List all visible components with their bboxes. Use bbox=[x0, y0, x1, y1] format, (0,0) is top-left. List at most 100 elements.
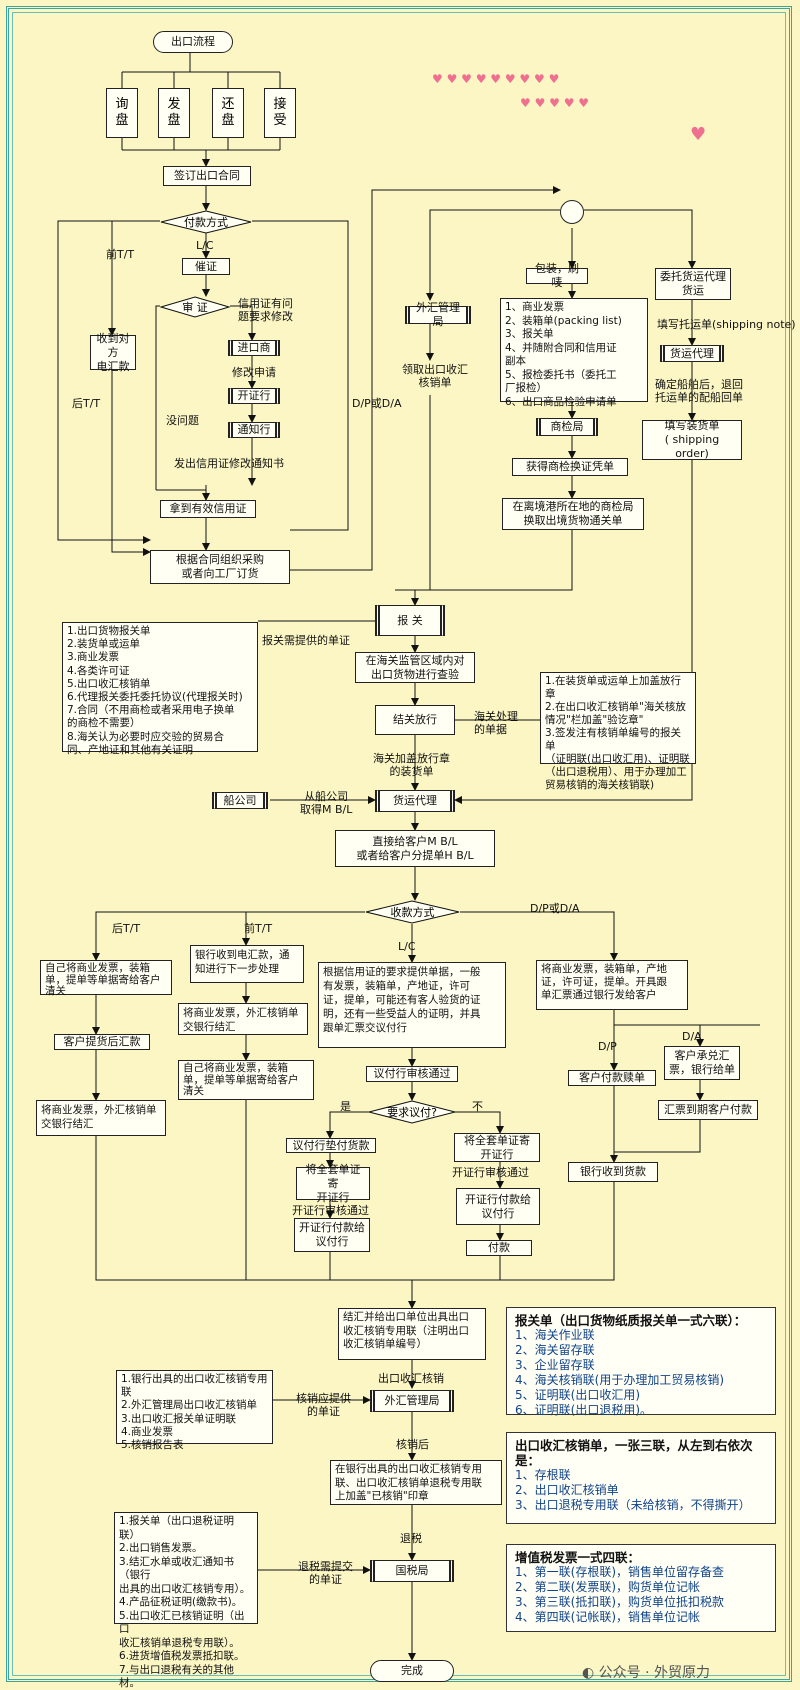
hearts-decoration: ♥ ♥ ♥ ♥ ♥ bbox=[520, 96, 590, 110]
lc-pass-box: 议付行审核通过 bbox=[366, 1066, 458, 1082]
info-customs-forms: 报关单（出口货物纸质报关单一式六联）： 1、海关作业联 2、海关留存联 3、企业… bbox=[506, 1307, 776, 1417]
collect-method-label: 收款方式 bbox=[390, 906, 435, 919]
send-issuing-yes-box: 将全套单证寄 开证行 bbox=[296, 1163, 370, 1204]
label-lc-problem: 信用证有问 题要求修改 bbox=[238, 297, 293, 323]
label-bank-review-1: 开证行审核通过 bbox=[292, 1204, 369, 1217]
label-collect-lc: L/C bbox=[398, 940, 416, 953]
info-vat-forms: 增值税发票一式四联： 1、第一联(存根联)，销售单位留存备查 2、第二联(发票联… bbox=[506, 1544, 776, 1632]
info-verify-item: 1、存根联 bbox=[515, 1468, 571, 1482]
info-customs-item: 3、企业留存联 bbox=[515, 1358, 595, 1372]
get-forms-label: 领取出口收汇 核销单 bbox=[402, 363, 468, 389]
hearts-decoration: ♥ ♥ ♥ ♥ ♥ ♥ ♥ ♥ ♥ bbox=[432, 72, 560, 86]
wechat-icon: ◐ bbox=[582, 1665, 599, 1681]
label-fill-booking: 填写托运单(shipping note) bbox=[657, 318, 796, 331]
heart-icon: ♥ bbox=[690, 124, 707, 145]
info-verify-item: 3、出口退税专用联（未给核销，不得撕开） bbox=[515, 1498, 751, 1512]
docs-list-box: 1、商业发票 2、装箱单(packing list) 3、报关单 4、并随附合同… bbox=[500, 298, 648, 408]
label-tax-refund: 退税 bbox=[400, 1532, 422, 1545]
fill-so-box: 填写装货单 ( shipping order) bbox=[642, 419, 742, 460]
need-negotiation-label: 要求议付? bbox=[387, 1106, 437, 1119]
label-confirm-ship: 确定船舶后，退回 托运单的配船回单 bbox=[655, 378, 743, 404]
watermark-text: 公众号 · 外贸原力 bbox=[598, 1665, 711, 1681]
info-verify-item: 2、出口收汇核销单 bbox=[515, 1483, 619, 1497]
label-yes: 是 bbox=[340, 1100, 351, 1113]
fx-bureau2-box: 外汇管理局 bbox=[370, 1390, 454, 1412]
send-issuing-no-box: 将全套单证寄 开证行 bbox=[454, 1133, 540, 1162]
label-issue-notice: 发出信用证修改通知书 bbox=[174, 457, 284, 470]
give-bl-box: 直接给客户M B/L 或者给客户分提单H B/L bbox=[335, 830, 495, 867]
receive-tt-box: 收到对方 电汇款 bbox=[90, 332, 136, 373]
label-collect-prepay: 前T/T bbox=[244, 922, 273, 935]
label-modify-request: 修改申请 bbox=[232, 366, 276, 379]
forwarder-box: 货运代理 bbox=[660, 345, 724, 362]
start-node: 出口流程 bbox=[153, 31, 233, 53]
pre-bank-receive-box: 银行收到电汇款，通 知进行下一步处理 bbox=[190, 945, 304, 983]
exchange-clearance-box: 在离境港所在地的商检局 换取出境货物通关单 bbox=[502, 498, 644, 530]
review-lc-decision: 审 证 bbox=[160, 296, 230, 318]
tax-bureau-box: 国税局 bbox=[370, 1560, 454, 1582]
payment-method-decision: 付款方式 bbox=[160, 210, 252, 234]
info-vat-item: 1、第一联(存根联)，销售单位留存备查 bbox=[515, 1565, 724, 1579]
label-da: D/A bbox=[682, 1030, 702, 1043]
post-submit-bank-box: 将商业发票，外汇核销单 交银行结汇 bbox=[36, 1100, 166, 1136]
label-from-shipco: 从船公司 取得M B/L bbox=[300, 790, 353, 816]
da-accept-box: 客户承兑汇 票，银行给单 bbox=[664, 1046, 740, 1080]
pre-submit-bank-box: 将商业发票，外汇核销单 交银行结汇 bbox=[178, 1003, 308, 1035]
info-verify-forms: 出口收汇核销单，一张三联，从左到右依次是： 1、存根联 2、出口收汇核销单 3、… bbox=[506, 1432, 776, 1524]
customs-docs-list: 1.出口货物报关单 2.装货单或运单 3.商业发票 4.各类许可证 5.出口收汇… bbox=[62, 622, 258, 756]
issuing-pay-yes-box: 开证行付款给 议付行 bbox=[294, 1218, 370, 1252]
step-inquiry: 询 盘 bbox=[106, 88, 138, 138]
ship-company-box: 船公司 bbox=[212, 792, 268, 809]
label-dp: D/P bbox=[598, 1040, 617, 1053]
info-vat-title: 增值税发票一式四联： bbox=[515, 1550, 641, 1565]
nego-advance-box: 议付行垫付货款 bbox=[286, 1138, 376, 1153]
done-node: 完成 bbox=[370, 1660, 454, 1682]
release-box: 结关放行 bbox=[375, 705, 455, 735]
pre-send-docs-box: 自己将商业发票，装箱 单，提单等单据寄给客户 清关 bbox=[178, 1060, 314, 1100]
watermark: ◐ 公众号 · 外贸原力 bbox=[582, 1662, 710, 1682]
label-lc: L/C bbox=[196, 239, 214, 252]
advising-bank-box: 通知行 bbox=[228, 422, 280, 438]
fx-bureau-box: 外汇管理局 bbox=[405, 301, 471, 328]
packing-box: 包装，刷唛 bbox=[526, 262, 588, 289]
label-dp-da: D/P或D/A bbox=[352, 397, 402, 410]
info-vat-item: 2、第二联(发票联)，购货单位记帐 bbox=[515, 1580, 700, 1594]
inspect-goods-box: 在海关监管区域内对 出口货物进行查验 bbox=[355, 652, 475, 683]
refund-docs-list: 1.报关单（出口退税证明联） 2.出口销售发票。 3.结汇水单或收汇通知书（银行… bbox=[114, 1512, 258, 1689]
payment-box: 付款 bbox=[466, 1240, 532, 1256]
step-accept: 接 受 bbox=[264, 88, 296, 138]
dp-pay-box: 客户付款赎单 bbox=[568, 1070, 656, 1086]
collect-method-decision: 收款方式 bbox=[365, 900, 460, 924]
label-bank-review-2: 开证行审核通过 bbox=[452, 1166, 529, 1179]
need-negotiation-decision: 要求议付? bbox=[368, 1100, 456, 1124]
connector-circle bbox=[560, 200, 584, 224]
info-customs-title: 报关单（出口货物纸质报关单一式六联）： bbox=[515, 1313, 747, 1328]
sign-contract-box: 签订出口合同 bbox=[163, 166, 251, 186]
label-after-verify: 核销后 bbox=[396, 1438, 429, 1451]
step-offer: 发 盘 bbox=[158, 88, 190, 138]
bank-receive-box: 银行收到货款 bbox=[568, 1162, 658, 1182]
label-verify-docs: 核销应提供 的单证 bbox=[296, 1392, 351, 1418]
info-vat-item: 4、第四联(记帐联)，销售单位记帐 bbox=[515, 1610, 700, 1624]
lc-docs-box: 根据信用证的要求提供单据，一般 有发票，装箱单，产地证，许可 证，提单，可能还有… bbox=[318, 962, 506, 1048]
label-customs-handled: 海关处理 的单据 bbox=[474, 710, 518, 736]
inspection-bureau-box: 商检局 bbox=[536, 418, 598, 436]
info-customs-item: 5、证明联(出口收汇用) bbox=[515, 1388, 640, 1402]
label-refund-docs: 退税需提交 的单证 bbox=[298, 1560, 353, 1586]
declare-customs-box: 报 关 bbox=[375, 605, 445, 636]
customs-ops-list: 1.在装货单或运单上加盖放行章 2.在出口收汇核销单"海关核放 情况"栏加盖"验… bbox=[540, 672, 696, 791]
entrust-forwarder-box: 委托货运代理 货运 bbox=[655, 268, 731, 300]
step-counter-offer: 还 盘 bbox=[212, 88, 244, 138]
label-collect-post: 后T/T bbox=[112, 922, 141, 935]
label-customs-docs: 报关需提供的单证 bbox=[262, 634, 350, 647]
forwarder2-box: 货运代理 bbox=[375, 790, 455, 812]
post-send-docs-box: 自己将商业发票，装箱 单，提单等单据寄给客户 清关 bbox=[40, 960, 172, 997]
review-lc-label: 审 证 bbox=[182, 301, 208, 314]
organize-purchase-box: 根据合同组织采购 或者向工厂订货 bbox=[150, 550, 290, 584]
importer-box: 进口商 bbox=[228, 340, 280, 356]
label-post-tt: 后T/T bbox=[72, 397, 101, 410]
info-verify-title: 出口收汇核销单，一张三联，从左到右依次是： bbox=[515, 1438, 753, 1468]
issuing-bank-box: 开证行 bbox=[228, 388, 280, 404]
